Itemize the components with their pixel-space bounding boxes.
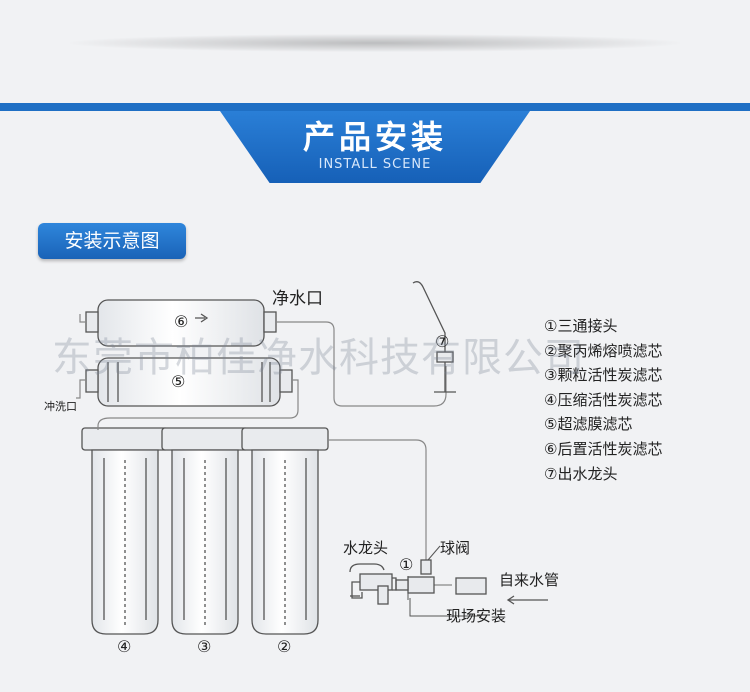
company-watermark: 东莞市柏佳净水科技有限公司: [52, 335, 585, 381]
flush-outlet-label: 冲洗口: [44, 400, 77, 413]
tee-joint-icon: [395, 576, 435, 594]
page-subtitle: INSTALL SCENE: [318, 157, 432, 172]
top-shadow-decoration: [70, 34, 680, 52]
page-title: 产品安装: [302, 118, 447, 156]
ball-valve-label: 球阀: [440, 539, 471, 557]
legend-item: ②聚丙烯熔喷滤芯: [544, 341, 663, 360]
header-accent-line: [0, 103, 750, 111]
marker-3: ③: [197, 637, 212, 656]
inflow-arrow-icon: [506, 595, 548, 605]
marker-5: ⑤: [171, 372, 186, 391]
water-tubing: [76, 314, 452, 586]
tap-water-pipe-label: 自来水管: [499, 571, 560, 589]
on-site-install-label: 现场安装: [446, 607, 507, 625]
section-header-banner: 产品安装 INSTALL SCENE: [220, 111, 530, 183]
parts-legend: ①三通接头 ②聚丙烯熔喷滤芯 ③颗粒活性炭滤芯 ④压缩活性炭滤芯 ⑤超滤膜滤芯 …: [544, 314, 662, 486]
granular-carbon-filter-housing: [161, 427, 249, 635]
section-badge: 安装示意图: [38, 223, 186, 259]
marker-6: ⑥: [174, 312, 189, 331]
post-carbon-filter-housing: [85, 299, 277, 347]
marker-4: ④: [117, 637, 132, 656]
outlet-faucet-icon: [412, 281, 456, 393]
uf-membrane-filter-housing: [85, 357, 293, 407]
compressed-carbon-filter-housing: [241, 427, 329, 635]
ball-valve-icon: [420, 559, 432, 575]
water-faucet-icon: [349, 563, 397, 605]
legend-item: ④压缩活性炭滤芯: [544, 390, 663, 409]
marker-2: ②: [277, 637, 292, 656]
faucet-label: 水龙头: [343, 539, 389, 557]
legend-item: ①三通接头: [544, 317, 618, 335]
marker-1: ①: [399, 555, 414, 574]
tap-water-pipe-icon: [455, 577, 487, 595]
clean-water-outlet-label: 净水口: [272, 289, 323, 309]
legend-item: ⑤超滤膜滤芯: [544, 415, 633, 434]
legend-item: ⑦出水龙头: [544, 464, 618, 483]
legend-item: ③颗粒活性炭滤芯: [544, 366, 663, 385]
marker-7: ⑦: [435, 332, 450, 351]
legend-item: ⑥后置活性炭滤芯: [544, 439, 663, 458]
pp-cotton-filter-housing: [81, 427, 169, 635]
